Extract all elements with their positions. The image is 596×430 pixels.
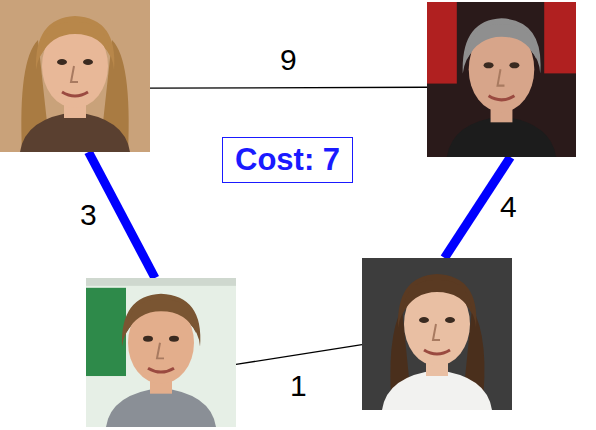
portrait-node	[86, 278, 236, 427]
portrait-node	[0, 0, 150, 152]
edge-weight: 4	[500, 190, 517, 224]
portrait-node	[427, 2, 576, 157]
edge-line	[89, 152, 156, 278]
edge-line	[236, 345, 362, 365]
portrait-illustration	[362, 258, 512, 410]
cost-box: Cost: 7	[222, 137, 353, 183]
edge-weight: 9	[280, 43, 297, 77]
edge-stroke	[150, 87, 427, 89]
portrait-illustration	[427, 2, 576, 157]
edge-weight: 1	[290, 369, 307, 403]
portrait-illustration	[0, 0, 150, 152]
edge-line	[150, 87, 427, 89]
node-text: Cost: 7	[235, 142, 340, 178]
edge-stroke	[89, 152, 156, 278]
portrait-node	[362, 258, 512, 410]
portrait-illustration	[86, 278, 236, 427]
edge-stroke	[236, 345, 362, 365]
edge-weight: 3	[80, 198, 97, 232]
